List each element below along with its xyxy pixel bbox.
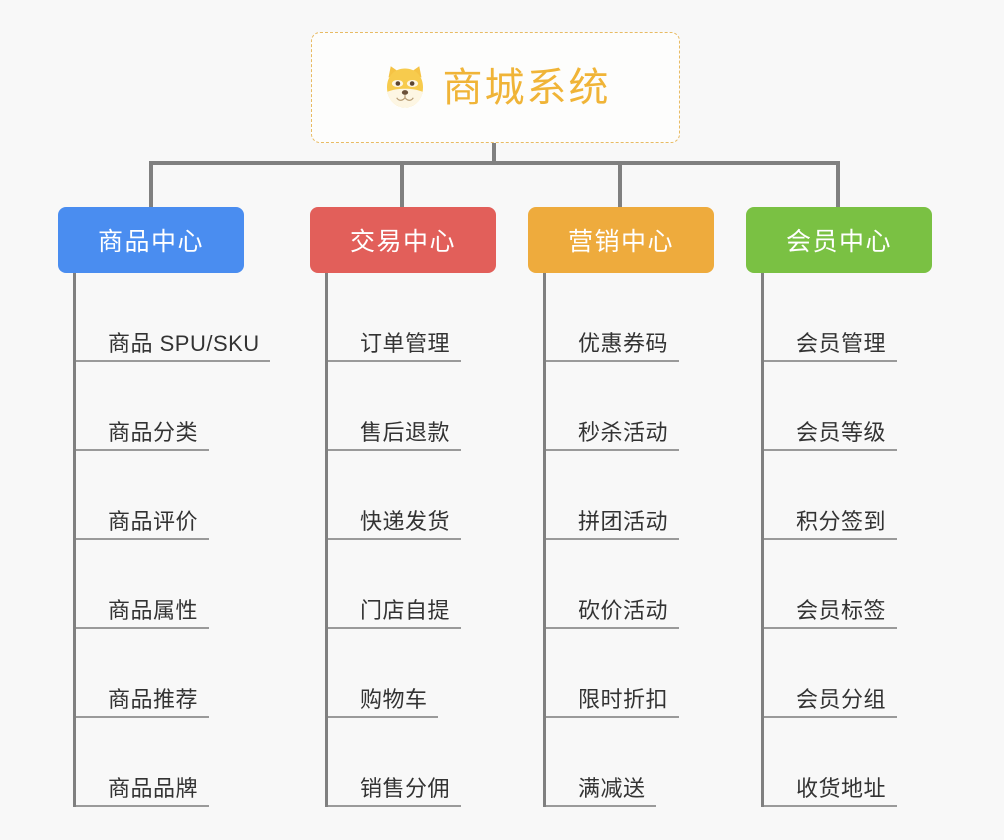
leaf-label: 购物车 xyxy=(360,686,428,712)
leaf-item[interactable]: 订单管理 xyxy=(328,273,540,362)
leaf-label: 会员标签 xyxy=(796,597,887,623)
leaf-item[interactable]: 积分签到 xyxy=(764,451,976,540)
connector-horizontal-bus xyxy=(149,161,839,165)
branch-column-trade: 交易中心 订单管理 售后退款 快递发货 门店自提 购物车 销售分佣 xyxy=(310,207,540,807)
leaf-label: 销售分佣 xyxy=(360,775,451,801)
leaf-label: 砍价活动 xyxy=(578,597,669,623)
leaf-item[interactable]: 商品分类 xyxy=(76,362,288,451)
leaf-item[interactable]: 会员等级 xyxy=(764,362,976,451)
leaf-list-trade: 订单管理 售后退款 快递发货 门店自提 购物车 销售分佣 xyxy=(325,273,540,807)
leaf-label: 门店自提 xyxy=(360,597,451,623)
category-box-product[interactable]: 商品中心 xyxy=(58,207,244,273)
leaf-item[interactable]: 砍价活动 xyxy=(546,540,758,629)
category-box-trade[interactable]: 交易中心 xyxy=(310,207,496,273)
leaf-label: 秒杀活动 xyxy=(578,419,669,445)
leaf-item[interactable]: 快递发货 xyxy=(328,451,540,540)
leaf-list-product: 商品 SPU/SKU 商品分类 商品评价 商品属性 商品推荐 商品品牌 xyxy=(73,273,288,807)
leaf-item[interactable]: 会员标签 xyxy=(764,540,976,629)
leaf-label: 会员分组 xyxy=(796,686,887,712)
leaf-item[interactable]: 限时折扣 xyxy=(546,629,758,718)
leaf-item[interactable]: 购物车 xyxy=(328,629,540,718)
leaf-item[interactable]: 商品评价 xyxy=(76,451,288,540)
leaf-item[interactable]: 满减送 xyxy=(546,718,758,807)
shiba-dog-icon xyxy=(386,65,423,107)
connector-drop-4 xyxy=(836,161,840,207)
leaf-label: 收货地址 xyxy=(796,775,887,801)
root-node[interactable]: 商城系统 xyxy=(311,32,680,143)
leaf-label: 商品 SPU/SKU xyxy=(108,330,260,356)
connector-drop-1 xyxy=(149,161,153,207)
connector-drop-3 xyxy=(618,161,622,207)
leaf-item[interactable]: 商品属性 xyxy=(76,540,288,629)
branch-column-marketing: 营销中心 优惠券码 秒杀活动 拼团活动 砍价活动 限时折扣 满减送 xyxy=(528,207,758,807)
category-label-marketing: 营销中心 xyxy=(567,228,674,256)
leaf-label: 快递发货 xyxy=(360,508,451,534)
leaf-label: 满减送 xyxy=(578,775,646,801)
leaf-item[interactable]: 收货地址 xyxy=(764,718,976,807)
leaf-label: 商品属性 xyxy=(108,597,199,623)
category-label-member: 会员中心 xyxy=(785,228,892,256)
leaf-label: 商品推荐 xyxy=(108,686,199,712)
leaf-label: 售后退款 xyxy=(360,419,451,445)
branch-column-product: 商品中心 商品 SPU/SKU 商品分类 商品评价 商品属性 商品推荐 商品品牌 xyxy=(58,207,288,807)
leaf-item[interactable]: 售后退款 xyxy=(328,362,540,451)
leaf-label: 拼团活动 xyxy=(578,508,669,534)
leaf-item[interactable]: 会员管理 xyxy=(764,273,976,362)
leaf-list-member: 会员管理 会员等级 积分签到 会员标签 会员分组 收货地址 xyxy=(761,273,976,807)
leaf-label: 会员管理 xyxy=(796,330,887,356)
leaf-item[interactable]: 会员分组 xyxy=(764,629,976,718)
leaf-label: 商品评价 xyxy=(108,508,199,534)
leaf-label: 商品分类 xyxy=(108,419,199,445)
leaf-item[interactable]: 拼团活动 xyxy=(546,451,758,540)
leaf-item[interactable]: 优惠券码 xyxy=(546,273,758,362)
branch-column-member: 会员中心 会员管理 会员等级 积分签到 会员标签 会员分组 收货地址 xyxy=(746,207,976,807)
connector-root-stem xyxy=(492,143,496,165)
leaf-item[interactable]: 秒杀活动 xyxy=(546,362,758,451)
category-label-product: 商品中心 xyxy=(97,228,204,256)
category-label-trade: 交易中心 xyxy=(349,228,456,256)
leaf-label: 积分签到 xyxy=(796,508,887,534)
root-title: 商城系统 xyxy=(442,65,611,110)
leaf-list-marketing: 优惠券码 秒杀活动 拼团活动 砍价活动 限时折扣 满减送 xyxy=(543,273,758,807)
leaf-label: 优惠券码 xyxy=(578,330,669,356)
leaf-label: 订单管理 xyxy=(360,330,451,356)
leaf-item[interactable]: 商品品牌 xyxy=(76,718,288,807)
leaf-label: 商品品牌 xyxy=(108,775,199,801)
leaf-item[interactable]: 商品推荐 xyxy=(76,629,288,718)
leaf-label: 会员等级 xyxy=(796,419,887,445)
leaf-item[interactable]: 门店自提 xyxy=(328,540,540,629)
leaf-label: 限时折扣 xyxy=(578,686,669,712)
leaf-item[interactable]: 销售分佣 xyxy=(328,718,540,807)
category-box-member[interactable]: 会员中心 xyxy=(746,207,932,273)
connector-drop-2 xyxy=(400,161,404,207)
category-box-marketing[interactable]: 营销中心 xyxy=(528,207,714,273)
leaf-item[interactable]: 商品 SPU/SKU xyxy=(76,273,288,362)
